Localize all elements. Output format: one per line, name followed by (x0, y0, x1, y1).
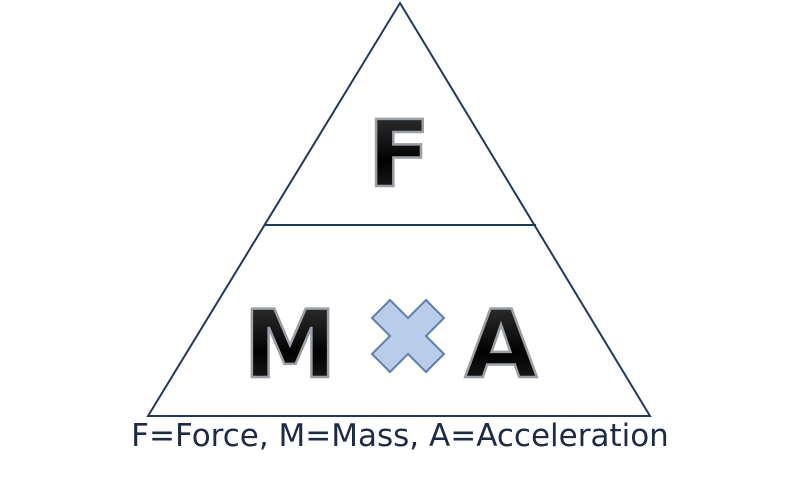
force-letter: F (368, 101, 431, 208)
multiply-icon: × (370, 298, 446, 374)
acceleration-letter: A (465, 291, 538, 400)
mass-letter: M (243, 291, 337, 400)
legend-caption: F=Force, M=Mass, A=Acceleration (131, 418, 669, 454)
triangle-outline (146, 1, 652, 417)
